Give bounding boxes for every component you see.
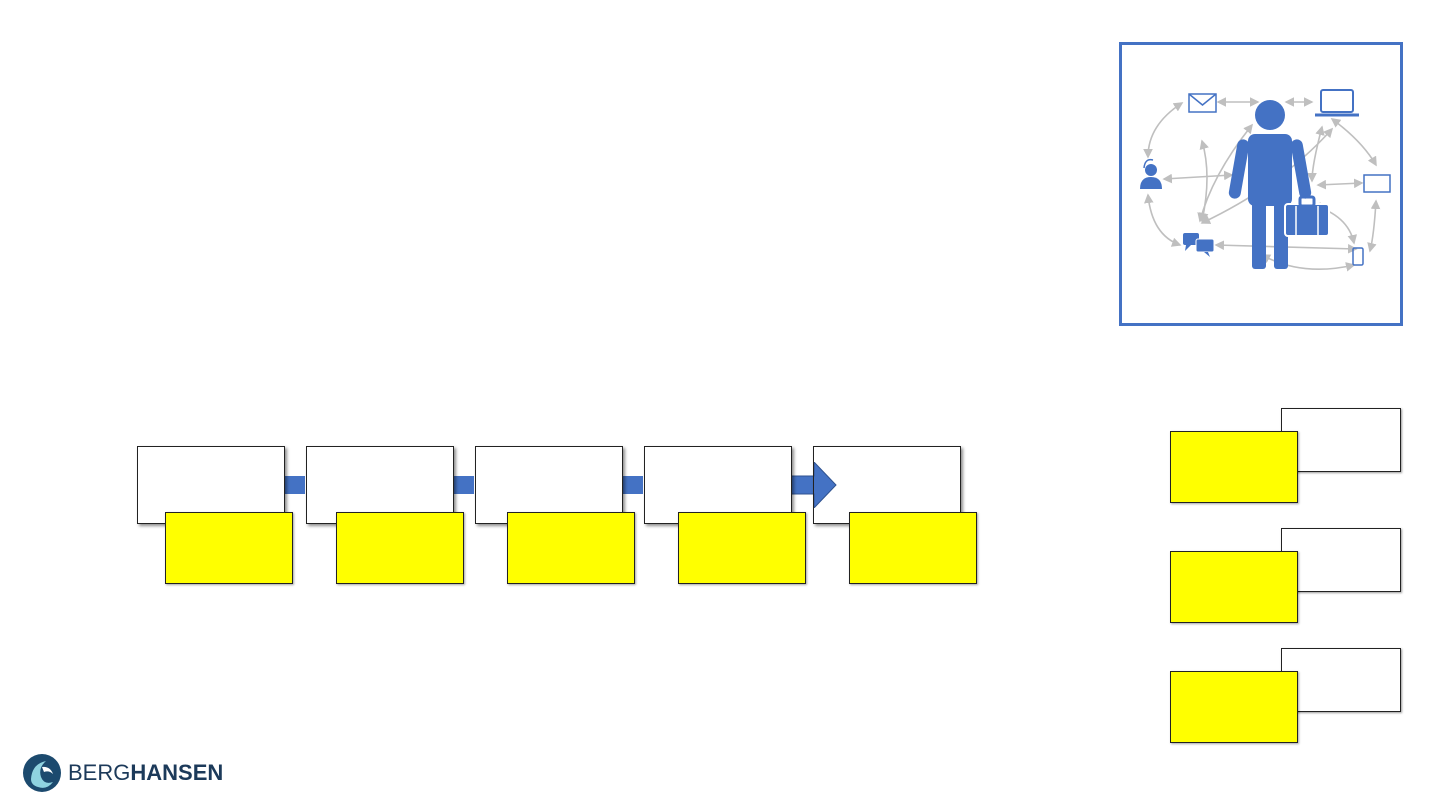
illustration-svg <box>1140 89 1391 272</box>
traveler-omnichannel-illustration <box>1119 42 1403 326</box>
berghansen-logo: BERGHANSEN <box>22 752 223 794</box>
logo-word-second: HANSEN <box>130 760 224 785</box>
person-icon <box>1228 100 1312 269</box>
legend-box <box>1281 408 1401 472</box>
step-note <box>336 512 464 584</box>
legend-note <box>1170 671 1298 743</box>
step-note <box>165 512 293 584</box>
tablet-icon <box>1363 174 1391 193</box>
process-step <box>644 446 792 524</box>
legend-note <box>1170 551 1298 623</box>
legend-box <box>1281 648 1401 712</box>
flow-connector <box>623 476 643 494</box>
logo-word-first: BERG <box>68 760 131 785</box>
briefcase-icon <box>1284 195 1330 237</box>
logo-mark-icon <box>23 754 61 792</box>
step-note <box>849 512 977 584</box>
process-step <box>306 446 454 524</box>
support-agent-icon <box>1140 158 1162 189</box>
flow-connector <box>285 476 305 494</box>
flow-connector <box>454 476 474 494</box>
legend-box <box>1281 528 1401 592</box>
process-step <box>137 446 285 524</box>
step-note <box>507 512 635 584</box>
envelope-icon <box>1188 93 1217 113</box>
smartphone-icon <box>1352 247 1364 266</box>
process-step <box>475 446 623 524</box>
legend-note <box>1170 431 1298 503</box>
logo-wordmark: BERGHANSEN <box>68 760 223 786</box>
chat-icon <box>1183 233 1215 257</box>
step-note <box>678 512 806 584</box>
laptop-icon <box>1315 89 1359 117</box>
connection-arrows <box>1143 97 1381 272</box>
